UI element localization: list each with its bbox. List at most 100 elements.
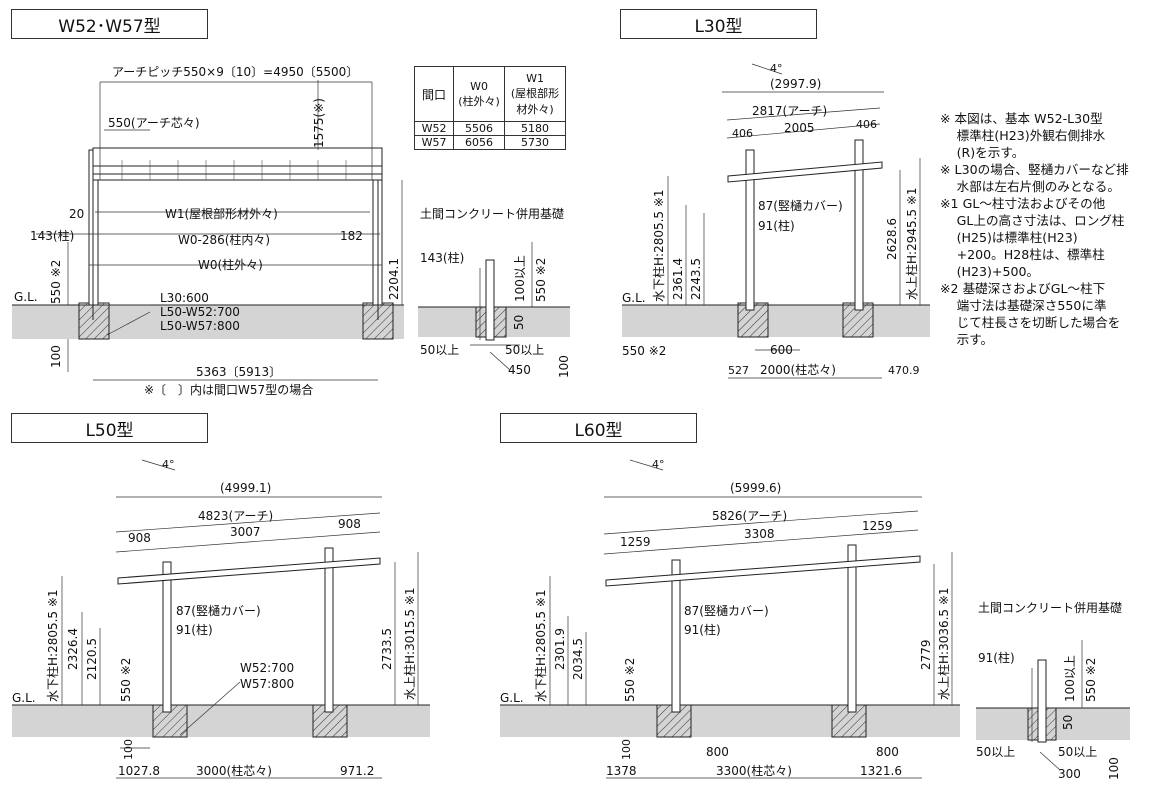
table-cell: 5506 bbox=[453, 121, 505, 136]
label-91: 91(柱) bbox=[758, 218, 795, 233]
label-143: 143(柱) bbox=[30, 228, 74, 243]
label-91: 91(柱) bbox=[176, 622, 213, 637]
label-note: ※〔 〕内は間口W57型の場合 bbox=[144, 382, 313, 397]
note-line: 示す。 bbox=[940, 332, 994, 347]
label-gl: G.L. bbox=[14, 290, 38, 304]
ground-band bbox=[12, 305, 404, 339]
angle-mark bbox=[141, 459, 176, 471]
table-header-w1-sub2: 材外々) bbox=[516, 102, 554, 116]
note-line: 標準柱(H23)外観右側排水 bbox=[940, 128, 1106, 143]
label-a3007: 3007 bbox=[230, 525, 261, 539]
foundation-detail-1: 土間コンクリート併用基礎 143(柱) 100以上 550 ※2 50 50以上… bbox=[418, 207, 571, 378]
found-title: 土間コンクリート併用基礎 bbox=[420, 207, 564, 221]
column-right bbox=[854, 139, 864, 311]
column-left bbox=[162, 561, 172, 713]
label-h3036: 水上柱H:3036.5 ※1 bbox=[936, 587, 951, 700]
label-h2945: 水上柱H:2945.5 ※1 bbox=[904, 187, 919, 300]
label-100b: 100 bbox=[1107, 757, 1121, 780]
label-pitch: アーチピッチ550×9〔10〕=4950〔5500〕 bbox=[112, 65, 358, 79]
label-w1: W1(屋根部形材外々) bbox=[165, 206, 278, 221]
label-550: 550 ※2 bbox=[622, 344, 666, 358]
leader bbox=[179, 681, 241, 736]
note-line: (H25)は標準柱(H23) bbox=[940, 230, 1078, 245]
label-l50a: L50-W52:700 bbox=[160, 305, 240, 319]
angle-mark bbox=[629, 459, 664, 471]
ground-band bbox=[622, 305, 930, 337]
label-b406: 406 bbox=[856, 118, 877, 131]
label-143: 143(柱) bbox=[420, 250, 464, 265]
label-w57: W57:800 bbox=[240, 677, 294, 691]
label-50: 50 bbox=[1061, 715, 1075, 730]
label-800b: 800 bbox=[876, 745, 899, 759]
label-l30: L30:600 bbox=[160, 291, 209, 305]
label-50a: 50以上 bbox=[976, 745, 1015, 759]
label-2204: 2204.1 bbox=[387, 258, 401, 300]
label-a1259: 1259 bbox=[620, 535, 651, 549]
angle-mark bbox=[751, 63, 783, 75]
column bbox=[1037, 659, 1047, 743]
dim-line bbox=[489, 351, 511, 371]
l50-side-view: 4° (4999.1) 4823(アーチ) 908 3007 908 87(竪樋… bbox=[12, 458, 430, 779]
footing-left bbox=[78, 302, 110, 340]
label-550: 550 ※2 bbox=[534, 258, 548, 302]
label-w0in: W0-286(柱内々) bbox=[178, 232, 270, 247]
label-1027: 1027.8 bbox=[118, 764, 160, 778]
label-100: 100 bbox=[620, 739, 633, 760]
dim-arch bbox=[726, 107, 881, 121]
dim-seg bbox=[726, 123, 881, 139]
title-l60: L60型 bbox=[500, 413, 697, 443]
found2-title: 土間コンクリート併用基礎 bbox=[978, 601, 1122, 615]
roof bbox=[727, 161, 883, 183]
label-arch: 550(アーチ芯々) bbox=[108, 116, 200, 130]
label-5363: 5363〔5913〕 bbox=[196, 365, 281, 379]
note-line: GL上の高さ寸法は、ロング柱 bbox=[940, 213, 1125, 228]
table-header-w0-label: W0 bbox=[470, 79, 488, 93]
note-line: ※2 基礎深さおよびGL～柱下 bbox=[940, 281, 1106, 296]
label-3300: 3300(柱芯々) bbox=[716, 763, 792, 778]
label-550: 550 ※2 bbox=[49, 260, 63, 304]
dim-arch bbox=[603, 510, 919, 535]
dim-seg bbox=[603, 529, 919, 555]
label-2243: 2243.5 bbox=[689, 258, 703, 300]
label-1321: 1321.6 bbox=[860, 764, 902, 778]
label-100: 100 bbox=[49, 345, 63, 368]
roof bbox=[605, 555, 921, 587]
label-b1259: 1259 bbox=[862, 519, 893, 533]
table-header-w0-sub: (柱外々) bbox=[458, 94, 500, 108]
label-h2805: 水下柱H:2805.5 ※1 bbox=[651, 189, 666, 302]
notes-block: ※ 本図は、基本 W52-L30型 標準柱(H23)外観右側排水 (R)を示す。… bbox=[940, 110, 1170, 348]
label-550: 550 ※2 bbox=[1084, 658, 1098, 702]
label-gl: G.L. bbox=[500, 691, 524, 705]
label-gl: G.L. bbox=[622, 291, 646, 305]
label-2120: 2120.5 bbox=[85, 638, 99, 680]
column-left bbox=[745, 149, 755, 311]
note-line: 端寸法は基礎深さ550に準 bbox=[940, 298, 1107, 313]
label-a2005: 2005 bbox=[784, 121, 815, 135]
label-a3308: 3308 bbox=[744, 527, 775, 541]
arch-ribs bbox=[121, 160, 347, 180]
table-header-w1-label: W1 bbox=[526, 71, 544, 85]
label-2034: 2034.5 bbox=[571, 638, 585, 680]
label-2779: 2779 bbox=[919, 639, 933, 670]
label-50b: 50以上 bbox=[505, 343, 544, 357]
label-100b: 100 bbox=[557, 355, 571, 378]
roof-beam bbox=[92, 147, 383, 181]
label-50: 50 bbox=[512, 315, 526, 330]
title-l50: L50型 bbox=[11, 413, 208, 443]
label-300: 300 bbox=[1058, 767, 1081, 781]
label-l50b: L50-W57:800 bbox=[160, 319, 240, 333]
label-50b: 50以上 bbox=[1058, 745, 1097, 759]
label-550: 550 ※2 bbox=[623, 658, 637, 702]
label-a406: 406 bbox=[732, 127, 753, 140]
note-line: (H23)+500。 bbox=[940, 264, 1040, 279]
note-line: (R)を示す。 bbox=[940, 145, 1025, 160]
note-line: ※1 GL～柱寸法およびその他 bbox=[940, 196, 1106, 211]
label-527: 527 bbox=[728, 364, 749, 377]
label-470: 470.9 bbox=[888, 364, 920, 377]
table-cell: 5180 bbox=[504, 121, 566, 136]
dim-arch bbox=[115, 512, 381, 533]
label-2361: 2361.4 bbox=[671, 258, 685, 300]
label-total: (4999.1) bbox=[220, 481, 271, 495]
dim-line bbox=[1039, 751, 1061, 771]
table-header-w1: W1(屋根部形材外々) bbox=[504, 66, 566, 122]
